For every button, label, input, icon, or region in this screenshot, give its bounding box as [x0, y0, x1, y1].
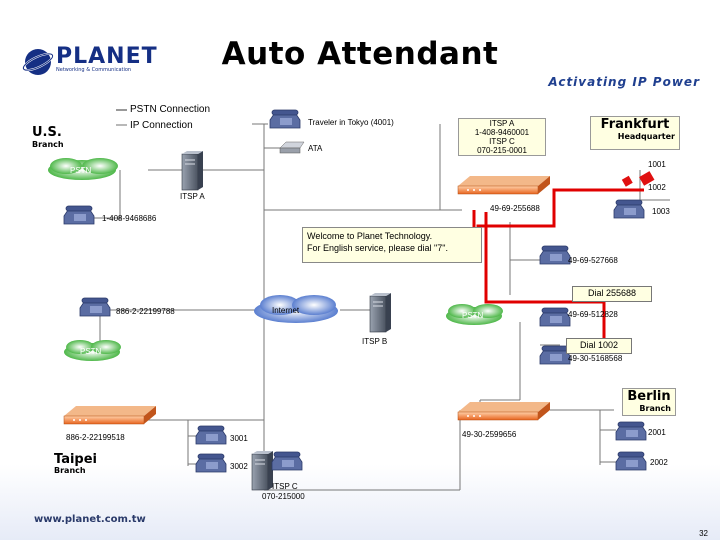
itsp-info-box: ITSP A 1-408-9460001 ITSP C 070-215-0001	[458, 118, 546, 156]
phone-2002-icon	[615, 451, 647, 471]
itsp-box-line2: 1-408-9460001	[474, 128, 530, 137]
site-frankfurt-box: Frankfurt Headquarter	[590, 116, 680, 150]
phone-3002-icon	[195, 453, 227, 473]
gateway-berlin-icon	[457, 401, 551, 421]
gateway-taipei-icon	[63, 405, 157, 425]
tagline: Activating IP Power	[548, 75, 700, 89]
extension-1002: 1002	[648, 183, 666, 192]
callout-line2: For English service, please dial "7".	[307, 243, 448, 253]
number-5168568: 49-30-5168568	[568, 354, 623, 363]
itsp-a-label: ITSP A	[180, 192, 205, 201]
site-frankfurt-name: Frankfurt	[600, 117, 670, 132]
site-taipei-name: Taipei	[54, 452, 97, 467]
itsp-box-line4: 070-215-0001	[477, 146, 527, 155]
number-527668: 49-69-527668	[568, 256, 618, 265]
page-number: 32	[699, 529, 708, 538]
itsp-box-line3: ITSP C	[489, 137, 515, 146]
extension-badge-icon	[621, 175, 633, 187]
phone-traveler-icon	[269, 109, 301, 129]
taipei-phone-number-b: 886-2-22199518	[66, 433, 125, 442]
logo-subtitle: Networking & Communication	[56, 67, 132, 73]
pstn-cloud-left	[48, 158, 118, 180]
logo-name: PLANET	[56, 44, 158, 69]
us-phone-number: 1-408-9468686	[102, 214, 157, 223]
pstn-cloud-mid	[446, 304, 503, 325]
legend-pstn-label: PSTN Connection	[130, 104, 211, 115]
site-us-branch: Branch	[32, 140, 64, 149]
internet-cloud	[254, 295, 338, 323]
extension-2002: 2002	[650, 458, 668, 467]
extension-3001: 3001	[230, 434, 248, 443]
page-title: Auto Attendant	[221, 36, 499, 72]
server-itsp-b-icon	[369, 292, 392, 333]
extension-1001: 1001	[648, 160, 666, 169]
number-512828: 49-69-512828	[568, 310, 618, 319]
extension-1003: 1003	[652, 207, 670, 216]
server-itsp-a-icon	[181, 150, 204, 191]
berlin-gateway-number: 49-30-2599656	[462, 430, 517, 439]
site-frankfurt-branch: Headquarter	[617, 132, 675, 141]
taipei-phone-number-a: 886-2-22199788	[116, 307, 175, 316]
callout-line1: Welcome to Planet Technology.	[307, 231, 433, 241]
extension-2001: 2001	[648, 428, 666, 437]
itsp-box-line1: ITSP A	[489, 119, 515, 128]
phone-512828-icon	[539, 307, 571, 327]
legend-ip-label: IP Connection	[130, 120, 193, 131]
phone-taipei-a-icon	[79, 297, 111, 317]
frankfurt-gateway-number: 49-69-255688	[490, 204, 540, 213]
extension-3002: 3002	[230, 462, 248, 471]
site-taipei-branch: Branch	[54, 466, 86, 475]
site-berlin-name: Berlin	[627, 389, 671, 404]
phone-1003-icon	[613, 199, 645, 219]
call-path-lower	[484, 212, 606, 338]
traveler-label: Traveler in Tokyo (4001)	[308, 118, 394, 127]
dial-255688-box: Dial 255688	[572, 286, 652, 302]
itsp-c-label: ITSP C	[272, 482, 298, 491]
site-berlin-branch: Branch	[639, 404, 671, 413]
ata-label: ATA	[308, 144, 323, 153]
pstn-taipei-label: PSTN	[80, 347, 102, 356]
site-berlin-box: Berlin Branch	[622, 388, 676, 416]
site-us-name: U.S.	[32, 125, 62, 140]
extension-badge-icon	[639, 171, 655, 186]
phone-us-icon	[63, 205, 95, 225]
dial-1002-box: Dial 1002	[566, 338, 632, 354]
itsp-c-number: 070-215000	[262, 492, 305, 501]
footer-url: www.planet.com.tw	[34, 514, 146, 525]
gateway-frankfurt-icon	[457, 175, 551, 195]
phone-2001-icon	[615, 421, 647, 441]
internet-label: Internet	[272, 306, 300, 315]
itsp-b-label: ITSP B	[362, 337, 388, 346]
pstn-left-label: PSTN	[70, 166, 92, 175]
planet-logo-icon	[22, 49, 54, 75]
phone-itsp-c-icon	[271, 451, 303, 471]
welcome-callout: Welcome to Planet Technology. For Englis…	[302, 227, 482, 263]
pstn-mid-label: PSTN	[462, 311, 484, 320]
server-itsp-c-icon	[251, 450, 274, 491]
phone-3001-icon	[195, 425, 227, 445]
pstn-cloud-taipei	[64, 340, 121, 361]
ata-icon	[279, 141, 305, 154]
phone-527668-icon	[539, 245, 571, 265]
